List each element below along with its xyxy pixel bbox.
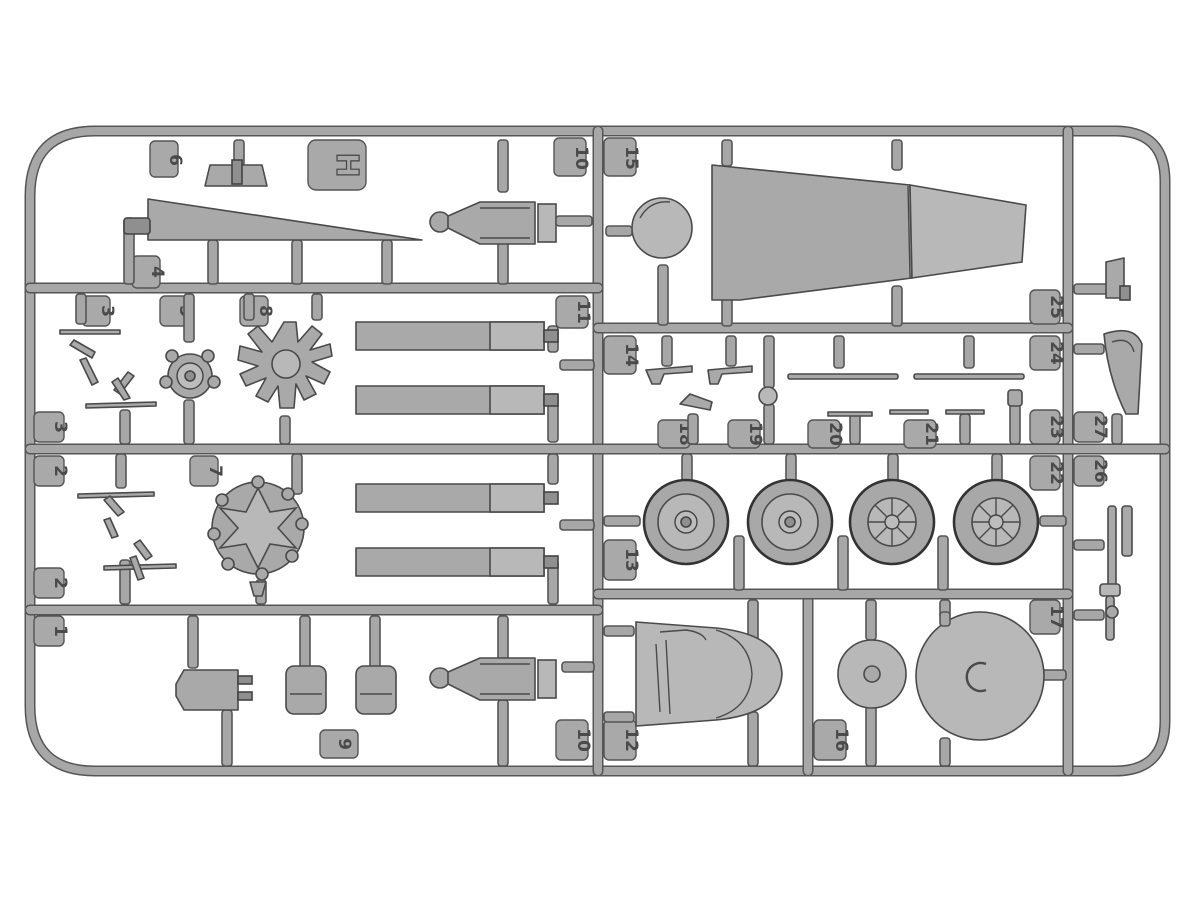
part-12-cowling — [635, 621, 783, 727]
part-8-radial-engine — [237, 321, 333, 409]
label-part-23: 23 — [1046, 415, 1066, 439]
label-part-1: 1 — [50, 625, 70, 637]
part-4-wedge — [123, 198, 423, 241]
part-15-fuselage-panel — [711, 164, 1027, 301]
part-19-ring — [758, 386, 778, 406]
label-part-17: 17 — [1046, 605, 1066, 629]
number-tabs — [33, 137, 1105, 761]
label-part-2-bottom: 2 — [50, 577, 70, 589]
label-part-3-bottom: 3 — [50, 421, 70, 433]
label-part-11: 11 — [573, 300, 593, 324]
label-part-4: 4 — [147, 266, 167, 278]
label-part-10-top: 10 — [571, 146, 591, 170]
part-16-disc — [837, 639, 907, 709]
sprue-letter: H — [329, 152, 364, 177]
label-part-13: 13 — [621, 548, 641, 572]
part-23-post — [1007, 389, 1023, 407]
label-part-8: 8 — [255, 305, 275, 317]
label-part-10-bottom: 10 — [573, 728, 593, 752]
part-2-levers — [77, 491, 177, 581]
part-20-21-clips — [827, 409, 985, 417]
part-10-top-lever — [429, 201, 593, 245]
part-9-barrels — [355, 483, 559, 577]
label-part-21: 21 — [921, 422, 941, 446]
part-13-wheel-3 — [848, 478, 936, 566]
part-11-barrels — [355, 321, 559, 415]
label-part-12: 12 — [621, 728, 641, 752]
part-15-sphere — [605, 197, 693, 259]
gates — [75, 139, 1123, 767]
label-part-20: 20 — [825, 422, 845, 446]
part-18-clip — [679, 393, 713, 411]
part-26-strut — [1099, 505, 1133, 641]
label-part-22: 22 — [1046, 461, 1066, 485]
label-part-9: 9 — [334, 738, 354, 750]
part-1-block — [175, 669, 253, 711]
part-13-wheel-1 — [642, 478, 730, 566]
part-24-canopy — [1103, 329, 1143, 415]
label-part-15: 15 — [621, 146, 641, 170]
part-13-wheel-2 — [746, 478, 834, 566]
part-5-hub — [159, 349, 221, 399]
part-13-wheel-4 — [952, 478, 1040, 566]
label-part-14: 14 — [621, 343, 641, 367]
part-17-disc — [915, 611, 1045, 741]
part-number-labels: 6 10 15 4 3 5 8 11 3 14 25 24 27 18 19 2… — [50, 146, 1110, 752]
label-part-24: 24 — [1046, 341, 1066, 365]
part-3-levers — [59, 329, 157, 409]
part-25-flap — [1105, 257, 1131, 301]
part-7-radial-engine — [207, 475, 309, 597]
sprue-frame — [24, 125, 1171, 777]
label-part-16: 16 — [831, 728, 851, 752]
label-part-7: 7 — [205, 465, 225, 477]
label-part-19: 19 — [745, 422, 765, 446]
part-6-bracket — [204, 159, 268, 187]
label-part-25: 25 — [1046, 295, 1066, 319]
part-9-boxes — [285, 665, 397, 715]
label-part-2-top: 2 — [50, 465, 70, 477]
label-part-6: 6 — [165, 154, 185, 166]
part-10-bottom-lever — [429, 657, 557, 701]
label-part-26: 26 — [1090, 459, 1110, 483]
label-part-3-top: 3 — [97, 305, 117, 317]
label-part-27: 27 — [1090, 415, 1110, 439]
